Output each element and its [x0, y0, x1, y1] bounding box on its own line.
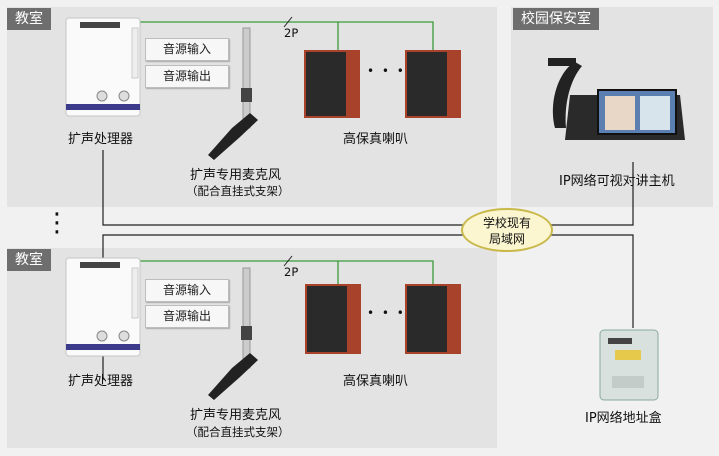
processor-label-bottom: 扩声处理器: [68, 374, 134, 389]
speaker-label-top: 高保真喇叭: [343, 132, 409, 147]
ip-address-box-device: [599, 329, 659, 401]
line-2p-label-bottom: 2P: [284, 265, 299, 279]
ip-address-box-label: IP网络地址盒: [585, 411, 662, 426]
security-room-tag: 校园保安室: [513, 8, 599, 30]
speaker-bottom-left: [305, 284, 361, 354]
mic-sub-label-bottom: （配合直挂式支架）: [186, 425, 290, 439]
speaker-ellipsis-bottom: • • •: [367, 306, 406, 320]
more-classrooms-dots: ⋮: [44, 208, 72, 238]
classroom-tag-bottom: 教室: [7, 249, 51, 271]
audio-output-label-bottom: 音源输出: [145, 305, 229, 328]
processor-device-top: [65, 17, 141, 117]
speaker-ellipsis-top: • • •: [367, 64, 406, 78]
mic-sub-label-top: （配合直挂式支架）: [186, 184, 290, 198]
intercom-host-device: [548, 58, 685, 140]
audio-output-label-top: 音源输出: [145, 65, 229, 88]
audio-input-label-bottom: 音源输入: [145, 279, 229, 302]
mic-label-bottom: 扩声专用麦克风: [190, 408, 282, 423]
speaker-label-bottom: 高保真喇叭: [343, 374, 409, 389]
speaker-bottom-right: [405, 284, 461, 354]
network-line-classroom1: [102, 150, 463, 226]
intercom-host-label: IP网络可视对讲主机: [559, 174, 675, 189]
school-lan-label: 学校现有 局域网: [482, 216, 531, 246]
processor-device-bottom: [65, 257, 141, 357]
classroom-tag-top: 教室: [7, 8, 51, 30]
line-2p-label-top: 2P: [284, 26, 299, 40]
microphone-bottom: [208, 267, 258, 400]
microphone-top: [208, 27, 258, 160]
speaker-top-left: [304, 50, 360, 118]
network-line-addressbox: [551, 234, 634, 328]
mic-label-top: 扩声专用麦克风: [190, 168, 282, 183]
audio-input-label-top: 音源输入: [145, 38, 229, 61]
speaker-wire-top: [140, 21, 434, 52]
network-line-host: [551, 162, 634, 226]
processor-label-top: 扩声处理器: [68, 132, 134, 147]
speaker-wire-bottom: [140, 260, 434, 286]
speaker-top-right: [405, 50, 461, 118]
school-lan-cloud: 学校现有 局域网: [461, 208, 553, 252]
